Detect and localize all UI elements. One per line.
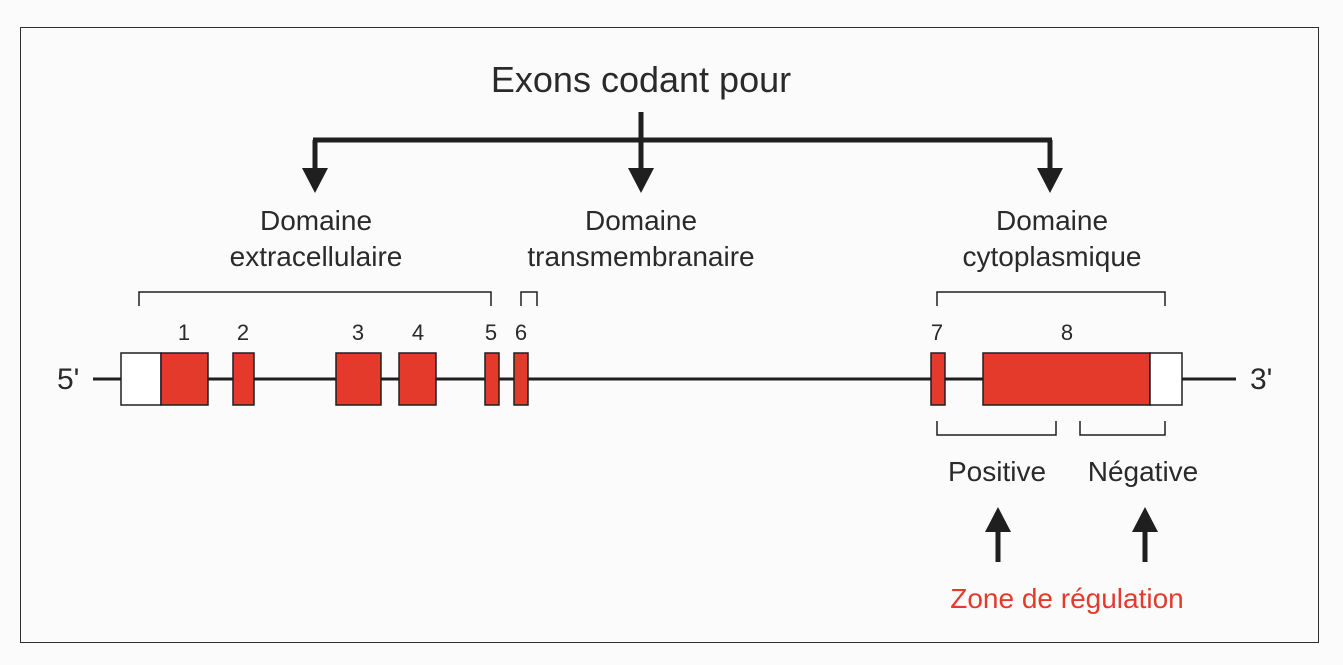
exon-label-5: 5 [484,320,498,345]
positive-label: Positive [947,456,1047,487]
diagram-title: Exons codant pour [490,59,792,100]
domain-transmembrane-line1: Domaine [584,205,698,236]
arrow-left-head [302,168,328,193]
regulation-zone-label: Zone de régulation [950,583,1184,614]
domain-transmembrane-line2: transmembranaire [527,241,755,272]
negative-label: Négative [1087,456,1199,487]
utr-3-box [1149,352,1183,406]
exon-4 [398,352,437,406]
three-prime-label: 3' [1250,363,1273,396]
domain-extracellular-line1: Domaine [259,205,373,236]
exon-1 [160,352,209,406]
domain-extracellular-line2: extracellulaire [229,241,403,272]
exon-label-3: 3 [351,320,365,345]
bracket-negative [1079,421,1166,436]
exon-7 [930,352,946,406]
arrow-negative-head [1132,507,1158,532]
exon-label-4: 4 [411,320,425,345]
exon-3 [335,352,382,406]
arrow-positive-head [985,507,1011,532]
domain-cytoplasmic-line1: Domaine [995,205,1109,236]
arrow-right-head [1037,168,1063,193]
exon-5 [484,352,500,406]
title-arrows [312,112,1053,170]
exon-6 [513,352,529,406]
bracket-extracellular [138,291,492,306]
bracket-cytoplasmic [936,291,1166,306]
diagram-frame [20,27,1319,643]
utr-5-box [120,352,162,406]
exon-2 [232,352,255,406]
exon-label-8: 8 [1060,320,1074,345]
five-prime-label: 5' [57,363,80,396]
exon-label-7: 7 [930,320,944,345]
arrow-middle-head [628,168,654,193]
domain-cytoplasmic-line2: cytoplasmique [962,241,1142,272]
exon-label-6: 6 [514,320,528,345]
exon-label-2: 2 [236,320,250,345]
bracket-positive [936,421,1057,436]
bracket-transmembrane [520,291,538,306]
exon-8 [982,352,1151,406]
exon-label-1: 1 [177,320,191,345]
